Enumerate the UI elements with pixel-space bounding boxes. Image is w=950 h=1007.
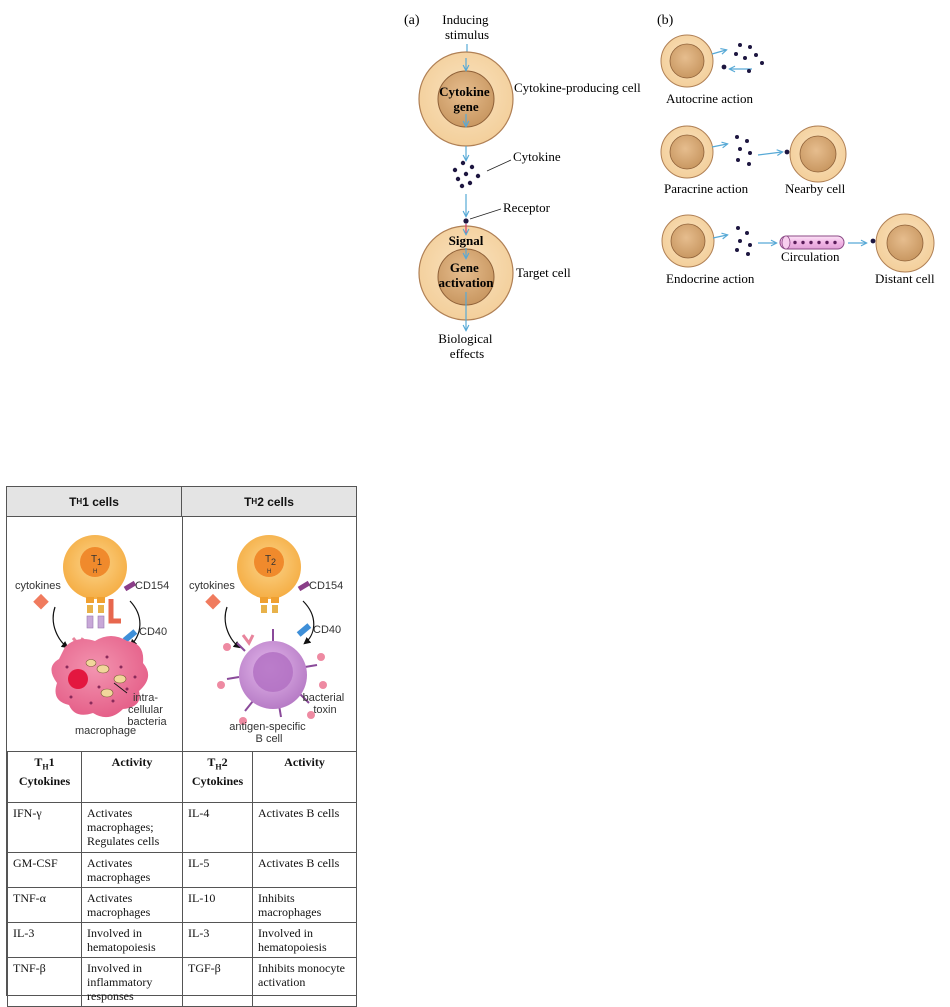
nearby-cell-label: Nearby cell — [785, 181, 846, 196]
cd154-label: CD154 — [135, 580, 169, 592]
endocrine-cell — [661, 214, 715, 268]
th1-activity: Involved in inflammatory responses — [81, 957, 183, 1007]
th2-cytokine: IL-4 — [182, 802, 253, 853]
circulation-label: Circulation — [781, 249, 840, 264]
th1-activity: Activates macrophages — [81, 887, 183, 923]
th2-cytokine: IL-3 — [182, 922, 253, 958]
th2-activity: Inhibits monocyte activation — [252, 957, 357, 1007]
circulation-vessel — [779, 235, 845, 250]
cytokine-dots — [452, 160, 481, 189]
macrophage — [51, 636, 149, 718]
table-row: IL-3 Involved in hematopoiesis IL-3 Invo… — [7, 922, 357, 958]
gene-activation-label: Gene activation — [439, 260, 495, 290]
th1-activity-header: Activity — [81, 751, 183, 803]
svg-text:2: 2 — [271, 557, 276, 567]
svg-text:T: T — [265, 554, 271, 565]
svg-text:H: H — [93, 569, 97, 575]
cd40-label: CD40 — [139, 626, 167, 638]
b-cell-label: antigen-specific B cell — [229, 721, 309, 745]
cytokines-label: cytokines — [15, 580, 61, 592]
th2-illustration: T 2 H cytokines CD154 CD40 bacterial tox… — [189, 535, 348, 745]
target-cell — [418, 225, 514, 321]
th1-cytokine: IL-3 — [7, 922, 82, 958]
autocrine-label: Autocrine action — [666, 91, 753, 106]
th1-activity: Involved in hematopoiesis — [81, 922, 183, 958]
cytokine-action-diagram: (a) Inducing stimulus Cytokine gene Cyto… — [404, 12, 935, 361]
cytokine-label: Cytokine — [513, 149, 561, 164]
distant-cell-label: Distant cell — [875, 271, 935, 286]
table-row: IFN-γ Activates macrophages; Regulates c… — [7, 802, 357, 853]
endocrine-label: Endocrine action — [666, 271, 755, 286]
th2-activity: Involved in hematopoiesis — [252, 922, 357, 958]
th2-activity: Activates B cells — [252, 802, 357, 853]
inducing-stimulus-label: Inducing stimulus — [442, 12, 491, 42]
th1-activity: Activates macrophages; Regulates cells — [81, 802, 183, 853]
th1-illustration: T 1 H cytokines CD154 CD40 — [15, 535, 169, 737]
endocrine-dots — [735, 226, 752, 256]
distant-cell — [875, 213, 935, 273]
signal-label: Signal — [449, 233, 484, 248]
paracrine-label: Paracrine action — [664, 181, 749, 196]
svg-text:1: 1 — [97, 557, 102, 567]
table-row: GM-CSF Activates macrophages IL-5 Activa… — [7, 852, 357, 888]
table-row: TNF-α Activates macrophages IL-10 Inhibi… — [7, 887, 357, 923]
cytokine-gene-label: Cytokine gene — [439, 84, 493, 114]
receptor-dot — [463, 218, 469, 224]
paracrine-dots — [735, 135, 752, 166]
th1-activity: Activates macrophages — [81, 852, 183, 888]
svg-text:T: T — [91, 554, 97, 565]
receptor-label: Receptor — [503, 200, 551, 215]
th2-cytokine: TGF-β — [182, 957, 253, 1007]
th1-cytokine: TNF-α — [7, 887, 82, 923]
th1-cytokine: IFN-γ — [7, 802, 82, 853]
biological-effects-label: Biological effects — [438, 331, 495, 361]
th2-activity: Inhibits macrophages — [252, 887, 357, 923]
autocrine-cell — [660, 34, 714, 88]
target-cell-label: Target cell — [516, 265, 571, 280]
intracellular-bacteria-label: intra- cellular bacteria — [127, 692, 167, 728]
macrophage-label: macrophage — [75, 725, 136, 737]
th2-cytokine: IL-10 — [182, 887, 253, 923]
th1-cytokine: GM-CSF — [7, 852, 82, 888]
bacterial-toxin-label: bacterial toxin — [303, 692, 348, 716]
panel-b-label: (b) — [657, 13, 674, 28]
cytokines-label-2: cytokines — [189, 580, 235, 592]
producing-cell-label: Cytokine-producing cell — [514, 80, 641, 95]
table-row: TNF-β Involved in inflammatory responses… — [7, 957, 357, 1007]
cd154-label-2: CD154 — [309, 580, 343, 592]
autocrine-dots — [734, 43, 764, 73]
th2-cytokine: IL-5 — [182, 852, 253, 888]
th2-activity-header: Activity — [252, 751, 357, 803]
nearby-cell — [789, 125, 847, 183]
cd40-label-2: CD40 — [313, 624, 341, 636]
panel-a-label: (a) — [404, 13, 420, 28]
cytokine-producing-cell — [418, 51, 514, 147]
paracrine-cell — [660, 125, 714, 179]
svg-text:H: H — [267, 569, 271, 575]
th1-cytokine: TNF-β — [7, 957, 82, 1007]
th2-activity: Activates B cells — [252, 852, 357, 888]
